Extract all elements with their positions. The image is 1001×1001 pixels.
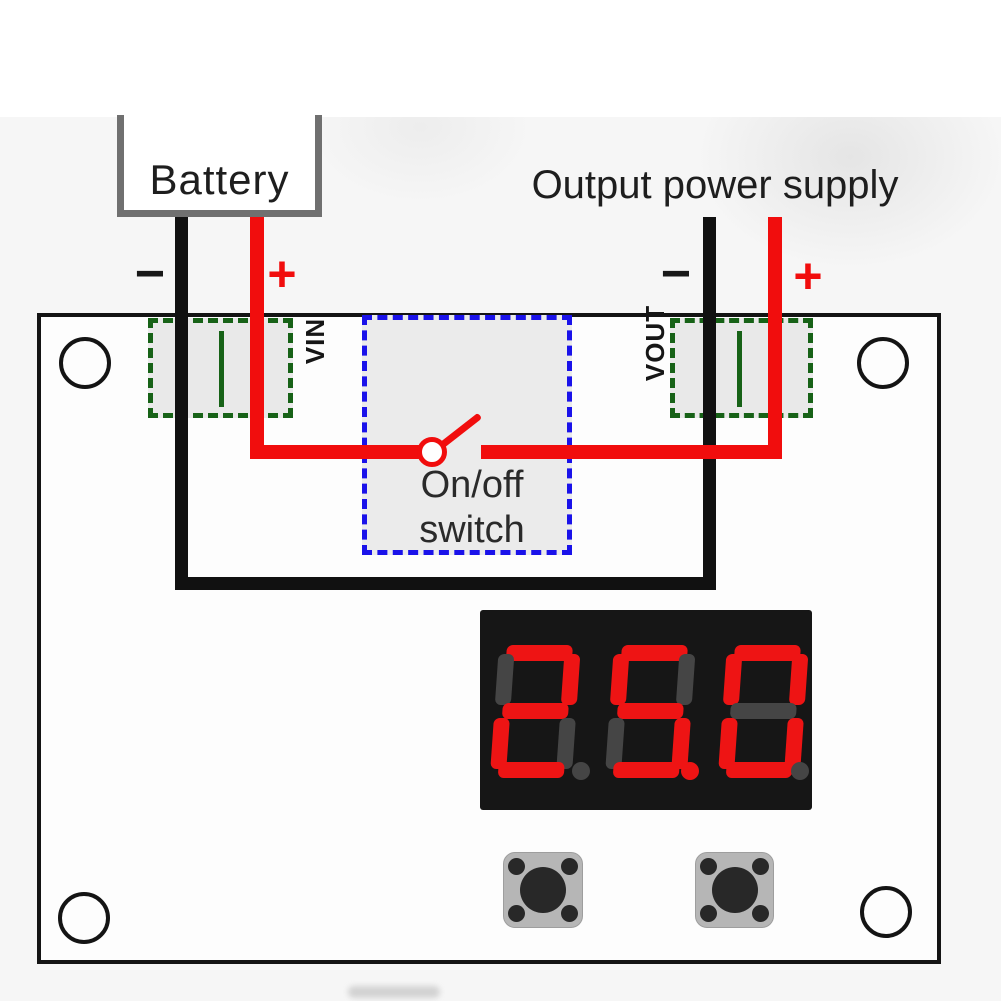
vout-terminal-divider bbox=[737, 331, 742, 407]
vout-label: VOUT bbox=[639, 304, 670, 382]
onoff-switch-label-line1: On/off bbox=[420, 464, 524, 506]
button-pin-icon bbox=[508, 905, 525, 922]
button-pin-icon bbox=[700, 905, 717, 922]
output-minus-sign: − bbox=[660, 245, 692, 303]
switch-wire-left bbox=[250, 445, 422, 459]
negative-bus-wire bbox=[175, 577, 716, 590]
switch-contact-icon bbox=[417, 437, 447, 467]
decimal-point-3 bbox=[791, 762, 809, 780]
vout-terminal-pad bbox=[670, 318, 813, 418]
button-pin-icon bbox=[508, 858, 525, 875]
output-positive-wire bbox=[768, 217, 782, 459]
seven-segment-readout bbox=[490, 645, 809, 780]
output-negative-wire bbox=[703, 217, 716, 590]
tact-button-2 bbox=[695, 852, 774, 928]
button-pin-icon bbox=[752, 905, 769, 922]
seven-segment-digit bbox=[605, 645, 695, 778]
battery-box: Battery bbox=[117, 115, 322, 217]
battery-minus-sign: − bbox=[134, 245, 166, 303]
battery-plus-sign: + bbox=[267, 246, 297, 302]
decimal-point-1 bbox=[572, 762, 590, 780]
seven-segment-digit bbox=[490, 645, 580, 778]
button-plunger bbox=[520, 867, 566, 913]
onoff-switch-region bbox=[362, 315, 572, 555]
onoff-switch-label: On/off switch bbox=[377, 463, 567, 553]
battery-label: Battery bbox=[149, 156, 290, 203]
button-pin-icon bbox=[752, 858, 769, 875]
tact-button-1 bbox=[503, 852, 583, 928]
seven-segment-digit bbox=[718, 645, 808, 778]
vin-terminal-divider bbox=[219, 331, 224, 407]
output-plus-sign: + bbox=[793, 248, 823, 304]
button-pin-icon bbox=[561, 905, 578, 922]
switch-wire-right bbox=[481, 445, 782, 459]
button-pin-icon bbox=[700, 858, 717, 875]
onoff-switch-label-line2: switch bbox=[419, 509, 525, 551]
output-power-supply-label: Output power supply bbox=[531, 163, 899, 207]
photo-artifact-smudge bbox=[348, 986, 440, 998]
mounting-hole-top-right bbox=[857, 337, 909, 389]
led-voltmeter-display bbox=[480, 610, 812, 810]
vin-label: VIN bbox=[299, 317, 330, 365]
battery-positive-wire bbox=[250, 217, 264, 459]
mounting-hole-bottom-right bbox=[860, 886, 912, 938]
vin-terminal-pad bbox=[148, 318, 293, 418]
button-plunger bbox=[711, 867, 758, 913]
battery-negative-wire bbox=[175, 217, 188, 590]
decimal-point-2 bbox=[681, 762, 699, 780]
button-pin-icon bbox=[561, 858, 578, 875]
mounting-hole-bottom-left bbox=[58, 892, 110, 944]
mounting-hole-top-left bbox=[59, 337, 111, 389]
